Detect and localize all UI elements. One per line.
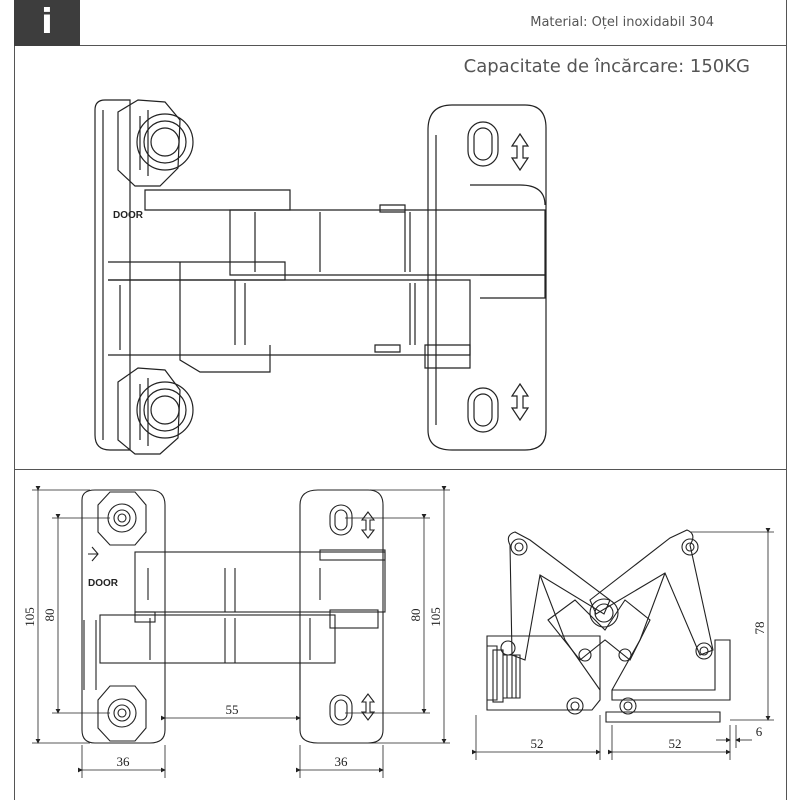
door-label-top: DOOR [113, 210, 144, 221]
dim-front-width: 36 [117, 754, 131, 769]
dim-front-height-outer: 105 [22, 607, 37, 627]
divider [14, 46, 15, 800]
divider [80, 45, 787, 46]
divider [786, 46, 787, 800]
hinge-side-view [486, 529, 731, 723]
dim-back-height-outer: 105 [428, 607, 443, 627]
dim-side-offset: 6 [756, 724, 763, 739]
dim-back-width: 36 [335, 754, 349, 769]
capacity-text: Capacitate de încărcare: 150KG [463, 56, 750, 77]
info-icon: i [41, 2, 53, 42]
material-text: Material: Oțel inoxidabil 304 [530, 15, 714, 30]
bottom-nut [117, 367, 194, 455]
divider [786, 0, 787, 46]
side-view-dimensions [472, 528, 774, 760]
divider [14, 469, 787, 470]
dim-side-width-right: 52 [669, 736, 682, 751]
hinge-front-view [81, 489, 386, 744]
front-view-dimensions [32, 486, 450, 778]
dim-front-height-inner: 80 [42, 609, 57, 622]
dim-side-height: 78 [752, 622, 767, 635]
top-nut [117, 99, 194, 187]
door-label-front: DOOR [88, 578, 119, 589]
info-badge: i [14, 0, 80, 46]
hinge-perspective-view [94, 99, 547, 455]
dim-back-height-inner: 80 [408, 609, 423, 622]
dim-side-width-left: 52 [531, 736, 544, 751]
dim-gap: 55 [226, 702, 239, 717]
